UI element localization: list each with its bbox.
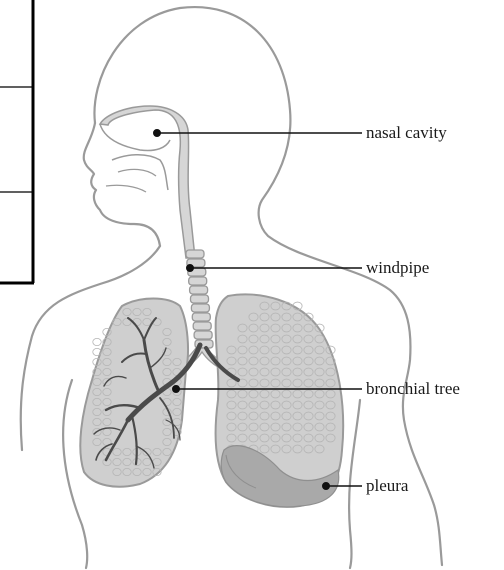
leader-dot-windpipe bbox=[187, 265, 193, 271]
label-nasal-cavity: nasal cavity bbox=[366, 124, 447, 141]
leader-dot-nasal-cavity bbox=[154, 130, 160, 136]
trachea-ring bbox=[190, 286, 208, 294]
trachea-ring bbox=[191, 304, 209, 312]
leader-dot-bronchial-tree bbox=[173, 386, 179, 392]
trachea-ring bbox=[193, 322, 211, 330]
trachea-ring bbox=[191, 295, 209, 303]
leader-dot-pleura bbox=[323, 483, 329, 489]
trachea-ring bbox=[194, 331, 212, 339]
label-windpipe: windpipe bbox=[366, 259, 429, 276]
trachea-ring bbox=[186, 250, 204, 258]
left-frame-box bbox=[0, 0, 34, 283]
lung-cell bbox=[93, 338, 101, 345]
trachea-ring bbox=[192, 313, 210, 321]
trachea-ring bbox=[189, 277, 207, 285]
label-pleura: pleura bbox=[366, 477, 408, 494]
nasal-cavity-shape bbox=[100, 106, 195, 258]
label-bronchial-tree: bronchial tree bbox=[366, 380, 460, 397]
